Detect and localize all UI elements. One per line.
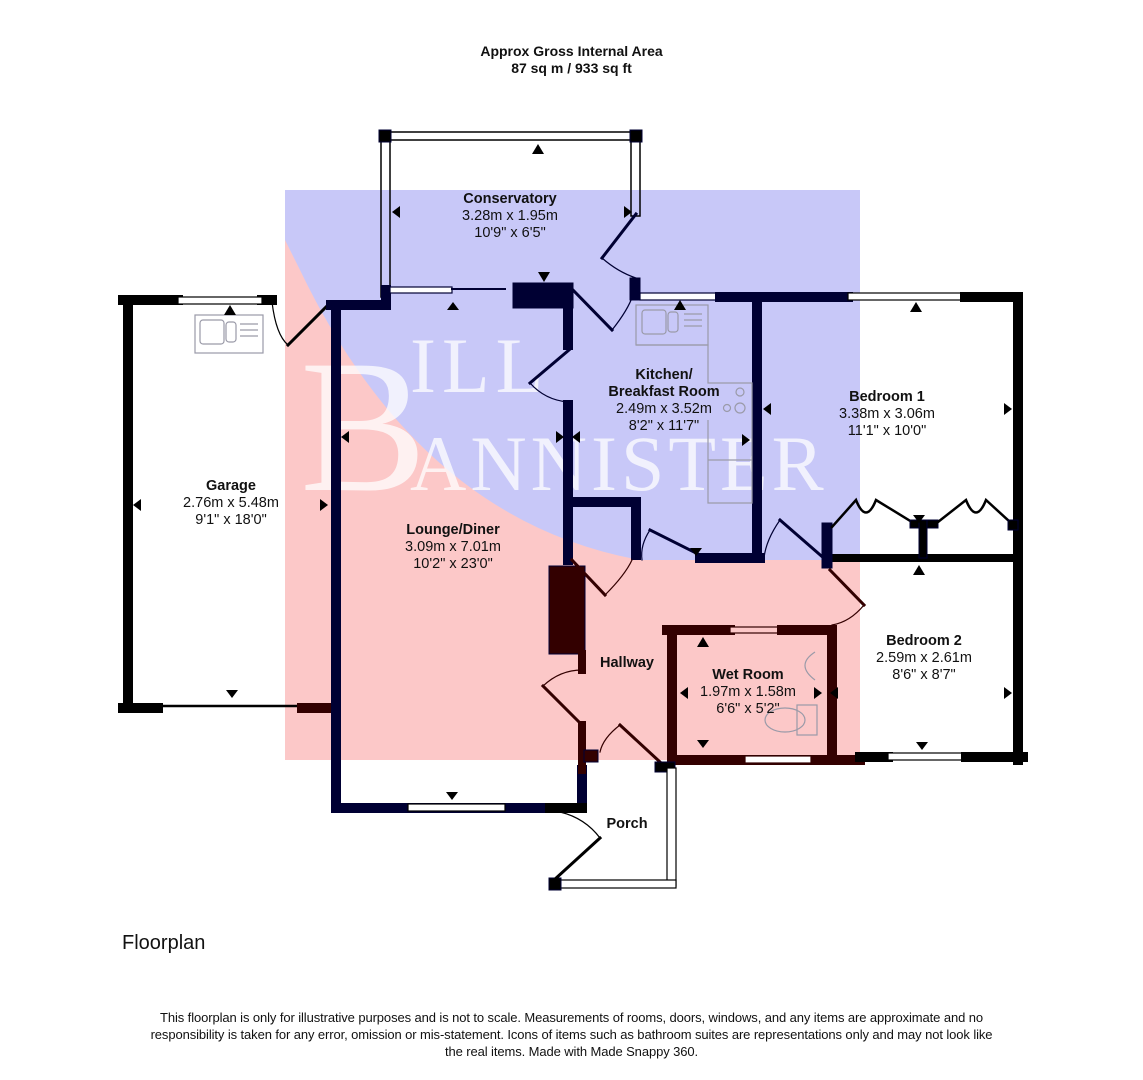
room-name-line2: Breakfast Room [608, 384, 720, 400]
gross-internal-area: Approx Gross Internal Area 87 sq m / 933… [0, 43, 1143, 77]
room-metric: 1.97m x 1.58m [700, 684, 796, 700]
room-wet-room: Wet Room 1.97m x 1.58m 6'6" x 5'2" [700, 667, 796, 718]
room-name: Hallway [600, 655, 654, 671]
room-name: Kitchen/ [635, 367, 693, 383]
room-name: Garage [206, 478, 256, 494]
room-metric: 3.09m x 7.01m [405, 539, 501, 555]
room-imperial: 8'2" x 11'7" [628, 418, 700, 434]
room-imperial: 10'2" x 23'0" [413, 556, 493, 572]
room-conservatory: Conservatory 3.28m x 1.95m 10'9" x 6'5" [462, 191, 558, 242]
room-imperial: 10'9" x 6'5" [474, 225, 546, 241]
room-name: Conservatory [463, 191, 557, 207]
room-lounge-diner: Lounge/Diner 3.09m x 7.01m 10'2" x 23'0" [405, 522, 501, 573]
room-metric: 2.49m x 3.52m [616, 401, 712, 417]
room-metric: 2.59m x 2.61m [876, 650, 972, 666]
floor-name: Floorplan [122, 932, 206, 954]
disclaimer: This floorplan is only for illustrative … [150, 1010, 993, 1059]
room-imperial: 8'6" x 8'7" [892, 667, 956, 683]
room-garage: Garage 2.76m x 5.48m 9'1" x 18'0" [183, 478, 279, 529]
room-name: Porch [606, 816, 648, 832]
room-name: Wet Room [712, 667, 784, 683]
room-imperial: 11'1" x 10'0" [847, 423, 927, 439]
room-metric: 3.38m x 3.06m [839, 406, 935, 422]
room-metric: 3.28m x 1.95m [462, 208, 558, 224]
svg-text:ILL: ILL [410, 322, 549, 409]
room-hallway: Hallway [600, 655, 654, 672]
room-bedroom-2: Bedroom 2 2.59m x 2.61m 8'6" x 8'7" [876, 633, 972, 684]
room-kitchen: Kitchen/ Breakfast Room 2.49m x 3.52m 8'… [608, 367, 719, 435]
watermark-b-letter: B [300, 322, 427, 532]
room-name: Lounge/Diner [406, 522, 500, 538]
room-imperial: 9'1" x 18'0" [195, 512, 267, 528]
room-bedroom-1: Bedroom 1 3.38m x 3.06m 11'1" x 10'0" [839, 389, 935, 440]
room-imperial: 6'6" x 5'2" [716, 701, 780, 717]
room-porch: Porch [606, 816, 647, 833]
room-name: Bedroom 1 [849, 389, 925, 405]
room-metric: 2.76m x 5.48m [183, 495, 279, 511]
area-value: 87 sq m / 933 sq ft [511, 60, 632, 76]
area-title: Approx Gross Internal Area [480, 43, 663, 59]
room-name: Bedroom 2 [886, 633, 962, 649]
